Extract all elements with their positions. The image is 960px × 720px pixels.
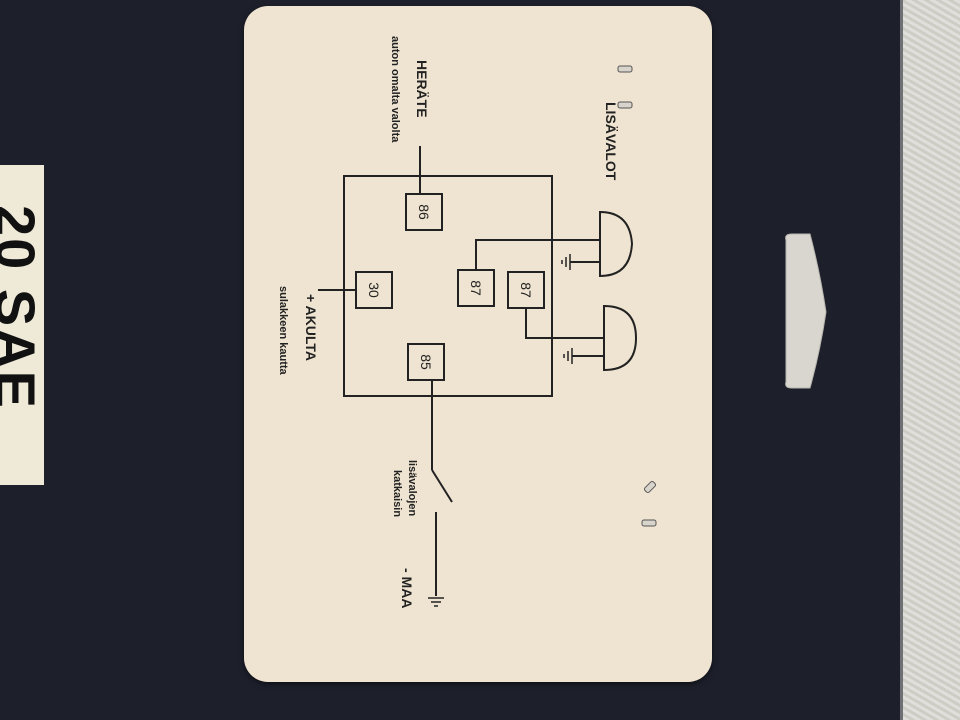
- relay-outline: [343, 175, 553, 397]
- pin-85-label: 85: [418, 354, 434, 370]
- box-side-label: 20 SAE: [0, 165, 44, 485]
- hang-hole: [785, 233, 827, 389]
- relay-wiring-diagram: 86 30 87 87 85: [277, 36, 657, 608]
- pin-87-left: 87: [457, 269, 495, 307]
- ground-switch: [428, 597, 444, 607]
- pin-86: 86: [405, 193, 443, 231]
- ground-lamp-1: [561, 254, 571, 270]
- battery-label: + AKULTA: [303, 294, 319, 361]
- ground-lamp-2: [563, 348, 573, 364]
- wiring-card: 86 30 87 87 85: [244, 6, 712, 682]
- pin-30: 30: [355, 271, 393, 309]
- lamp-2: [603, 304, 638, 372]
- pin-87-right: 87: [507, 271, 545, 309]
- lamp-1: [599, 210, 634, 278]
- pin-87-right-label: 87: [518, 282, 534, 298]
- ground-label: - MAA: [399, 568, 415, 608]
- box-side-label-text: 20 SAE: [0, 205, 44, 410]
- lights-label: LISÄVALOT: [603, 102, 619, 181]
- trigger-sublabel: auton omalta valolta: [389, 36, 401, 143]
- switch-label-line-1: lisävalojen: [406, 460, 418, 517]
- pin-30-label: 30: [366, 282, 382, 298]
- pin-86-label: 86: [416, 204, 432, 220]
- battery-sublabel: sulakkeen kautta: [277, 286, 289, 376]
- switch-label-line-2: katkaisin: [391, 470, 403, 517]
- pin-87-left-label: 87: [468, 280, 484, 296]
- trigger-label: HERÄTE: [414, 60, 430, 118]
- staple-marks: [617, 65, 657, 527]
- wires: [318, 146, 604, 596]
- pin-85: 85: [407, 343, 445, 381]
